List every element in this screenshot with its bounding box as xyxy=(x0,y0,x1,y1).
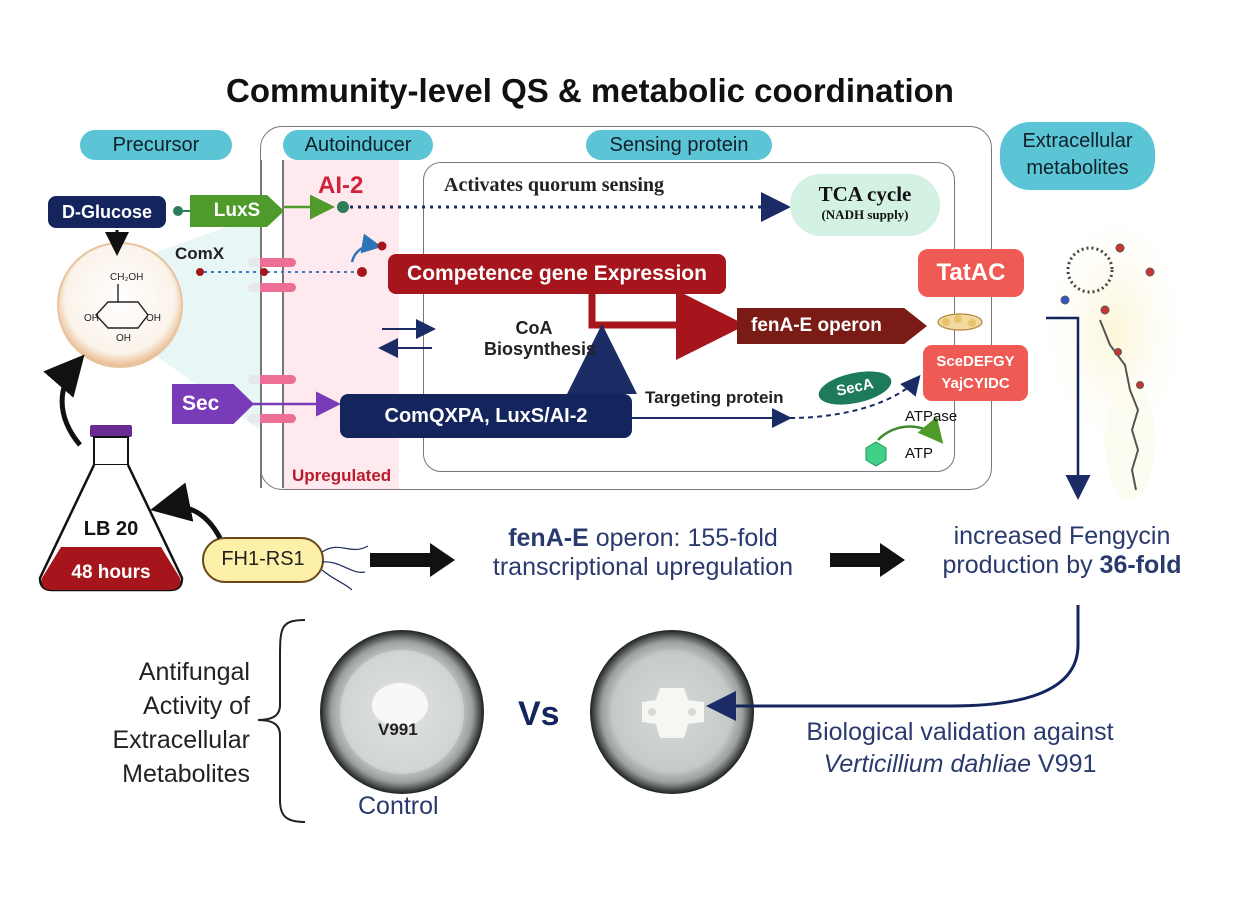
validation-rest: V991 xyxy=(1031,750,1097,778)
comx-label: ComX xyxy=(175,244,225,263)
antifungal-label: Antifungal Activity of Extracellular Met… xyxy=(40,655,250,791)
antifungal-line: Metabolites xyxy=(122,760,250,788)
glucose-ch2oh-label: CH₂OH xyxy=(110,272,144,283)
page-title: Community-level QS & metabolic coordinat… xyxy=(226,72,954,109)
glucose-oh-label: OH xyxy=(84,313,99,324)
atp-cube-icon xyxy=(865,441,887,467)
strain-label: FH1-RS1 xyxy=(221,548,305,570)
prod-line1: increased Fengycin xyxy=(953,522,1171,550)
fengycin-production-text: increased Fengycin production by 36-fold xyxy=(912,522,1212,580)
lipopeptide-icon xyxy=(937,313,983,331)
glucose-oh-label: OH xyxy=(146,313,161,324)
tca-cycle-node: TCA cycle (NADH supply) xyxy=(790,174,940,236)
membrane-channel-bar xyxy=(248,375,296,384)
sce-line2: YajCYIDC xyxy=(941,375,1010,392)
header-extracellular-line1: Extracellular xyxy=(1022,130,1133,152)
coa-line1: CoA xyxy=(515,318,553,338)
membrane-channel-bar xyxy=(248,258,296,267)
fena-bold: fenA-E xyxy=(508,524,589,552)
control-label: Control xyxy=(358,792,439,820)
d-glucose-box: D-Glucose xyxy=(48,196,166,228)
fena-rest: operon: 155-fold xyxy=(588,524,778,552)
fena-operon-box: fenA-E operon xyxy=(737,308,927,344)
atpase-label: ATPase xyxy=(905,408,958,425)
competence-to-fena-arrow xyxy=(588,290,746,360)
membrane-line-left xyxy=(260,160,262,488)
flask-icon xyxy=(38,425,184,592)
flask-time-label: 48 hours xyxy=(71,562,151,583)
comqxpa-box: ComQXPA, LuxS/AI-2 xyxy=(340,394,632,438)
fengycin-molecule-icon xyxy=(1060,243,1155,491)
glucose-oh-label: OH xyxy=(116,333,131,344)
vs-label: Vs xyxy=(518,695,560,733)
targeting-protein-label: Targeting protein xyxy=(645,388,784,407)
plate-label: V991 xyxy=(378,720,418,739)
validation-line1: Biological validation against xyxy=(806,718,1114,746)
activates-qs-label: Activates quorum sensing xyxy=(444,174,665,196)
prod-line2-bold: 36-fold xyxy=(1099,551,1182,579)
tca-sub-label: (NADH supply) xyxy=(821,207,909,222)
tatac-box: TatAC xyxy=(918,249,1024,297)
header-sensing-protein: Sensing protein xyxy=(586,130,772,160)
coa-line2: Biosynthesis xyxy=(484,339,597,359)
coa-biosynthesis-label: CoA Biosynthesis xyxy=(484,318,597,360)
ai2-label: AI-2 xyxy=(318,172,364,199)
validation-italic: Verticillium dahliae xyxy=(823,750,1032,778)
prod-line2-pre: production by xyxy=(942,551,1100,579)
glucose-molecule-circle xyxy=(57,242,183,368)
luxs-enzyme: LuxS xyxy=(190,195,284,227)
atp-label: ATP xyxy=(905,445,934,462)
validation-text: Biological validation against Verticilli… xyxy=(760,716,1160,780)
antifungal-line: Activity of xyxy=(143,692,250,720)
header-extracellular-line2: metabolites xyxy=(1026,157,1129,179)
header-extracellular-metabolites: Extracellular metabolites xyxy=(1000,122,1155,190)
antifungal-line: Antifungal xyxy=(138,658,250,686)
fena-line2: transcriptional upregulation xyxy=(492,553,794,581)
membrane-channel-bar xyxy=(248,414,296,423)
sce-yaj-box: SceDEFGY YajCYIDC xyxy=(923,345,1028,401)
sce-line1: SceDEFGY xyxy=(936,353,1015,370)
upregulated-label: Upregulated xyxy=(292,466,392,485)
flask-to-glucose-arrow xyxy=(43,354,85,447)
membrane-line-right xyxy=(282,160,284,488)
header-precursor: Precursor xyxy=(80,130,232,160)
antifungal-line: Extracellular xyxy=(112,726,250,754)
competence-gene-box: Competence gene Expression xyxy=(388,254,726,294)
glucose-ring-icon xyxy=(95,284,149,329)
tca-label: TCA cycle xyxy=(818,182,912,206)
header-autoinducer: Autoinducer xyxy=(283,130,433,160)
brace-bracket xyxy=(257,619,306,823)
bacterium-icon xyxy=(202,537,369,591)
flask-medium-label: LB 20 xyxy=(83,518,139,540)
validation-arrow xyxy=(706,605,1080,721)
fena-upregulation-text: fenA-E operon: 155-fold transcriptional … xyxy=(448,524,838,582)
membrane-channel-bar xyxy=(248,283,296,292)
